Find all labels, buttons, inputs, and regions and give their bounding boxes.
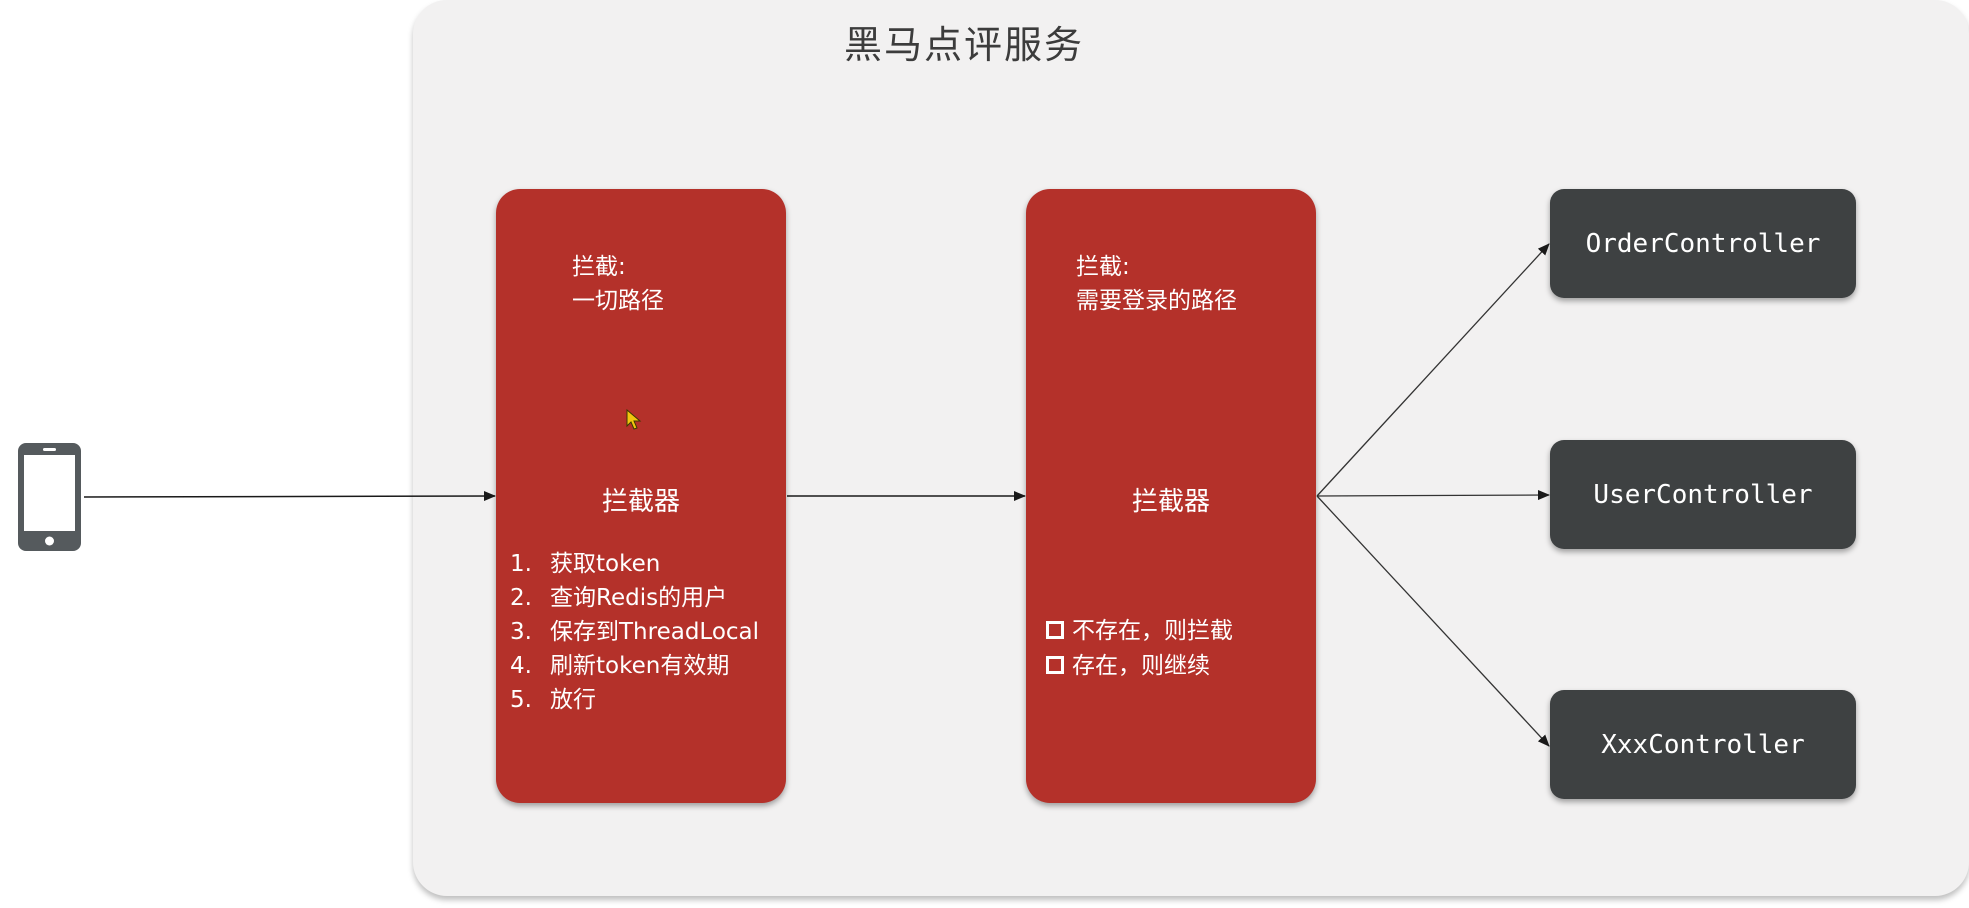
check-text: 不存在，则拦截 (1072, 618, 1233, 644)
interceptor-steps: 1.获取token 2.查询Redis的用户 3.保存到ThreadLocal … (510, 547, 759, 717)
interceptor-scope: 拦截: 一切路径 (572, 250, 664, 318)
interceptor-label: 拦截器 (1131, 487, 1210, 517)
step-item: 5. 放行 (510, 683, 759, 717)
scope-heading: 拦截: (1076, 254, 1130, 280)
interceptor-label: 拦截器 (601, 487, 680, 517)
service-title: 黑马点评服务 (843, 23, 1084, 67)
user-controller-box: UserController (1550, 440, 1856, 549)
step-text: 刷新token有效期 (550, 653, 730, 679)
step-number: 1. (510, 551, 532, 577)
interceptor-login-paths: 拦截: 需要登录的路径 拦截器 不存在，则拦截 存在，则继续 (1026, 189, 1316, 803)
scope-paths: 一切路径 (572, 288, 664, 314)
step-item: 3. 保存到ThreadLocal (510, 615, 759, 649)
smartphone-icon (18, 443, 81, 551)
step-text: 保存到ThreadLocal (550, 619, 760, 645)
interceptor-all-paths: 拦截: 一切路径 拦截器 1. 获取token 2. 查询Redis的用户 3. 保存… (496, 189, 786, 803)
step-text: 获取token (550, 551, 661, 577)
step-number: 3. (510, 619, 532, 645)
step-number: 2. (510, 585, 532, 611)
order-controller-box: OrderController (1550, 189, 1856, 298)
checkbox-icon (1046, 655, 1064, 674)
step-text: 放行 (550, 687, 596, 713)
interceptor-checks: 不存在，则拦截 存在，则继续 (1046, 614, 1233, 684)
interceptor-scope: 拦截: 需要登录的路径 (1076, 250, 1237, 318)
check-item: 不存在，则拦截 (1046, 614, 1233, 649)
step-item: 4. 刷新token有效期 (510, 649, 759, 683)
scope-paths: 需要登录的路径 (1076, 288, 1237, 314)
step-item: 1. 获取token (510, 547, 759, 581)
step-number: 4. (510, 653, 532, 679)
check-item: 存在，则继续 (1046, 649, 1233, 684)
step-item: 2. 查询Redis的用户 (510, 581, 759, 615)
checkbox-icon (1046, 620, 1064, 639)
step-text: 查询Redis的用户 (550, 585, 728, 611)
scope-heading: 拦截: (572, 254, 626, 280)
xxx-controller-box: XxxController (1550, 690, 1856, 799)
check-text: 存在，则继续 (1072, 653, 1210, 679)
mouse-cursor-icon (626, 409, 642, 430)
step-number: 5. (510, 687, 532, 713)
